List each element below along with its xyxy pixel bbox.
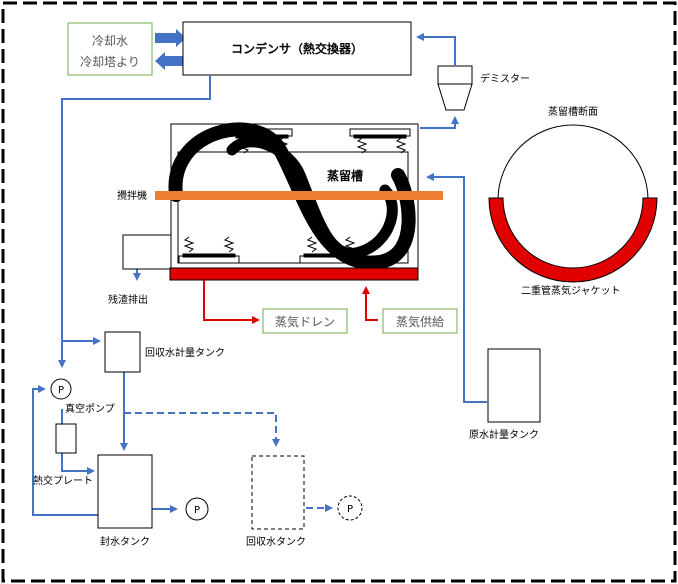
distillation-tank-label: 蒸留槽 (327, 168, 363, 183)
demister-label: デミスター (480, 72, 530, 85)
seal-water-tank (97, 454, 153, 529)
dashed-pipes (124, 412, 333, 512)
agitator-shaft (155, 191, 443, 200)
seal-water-tank-label: 封水タンク (100, 535, 150, 548)
agitator-label: 攪拌機 (117, 189, 147, 202)
recovered-water-tank (251, 455, 305, 530)
raw-water-metering-tank-label: 原水計量タンク (469, 428, 539, 441)
recovered-water-tank-label: 回収水タンク (246, 536, 306, 548)
recovered-metering-tank-label: 回収水計量タンク (145, 346, 225, 359)
steam-drain-label: 蒸気ドレン (275, 314, 335, 329)
recovered-tank-pump-symbol (337, 495, 363, 521)
condenser-box (182, 21, 412, 76)
jacket-label: 二重管蒸気ジャケット (521, 284, 621, 297)
vacuum-pump-symbol (50, 378, 72, 400)
cooling-water-label-1: 冷却水 (92, 34, 128, 48)
cooling-water-box (67, 22, 153, 76)
recovered-metering-tank (104, 331, 141, 373)
steam-supply-box (382, 308, 458, 334)
seal-tank-pump-symbol (185, 497, 209, 521)
cross-section-jacket (488, 197, 658, 283)
steam-jacket-bottom (169, 267, 419, 281)
demister (437, 65, 473, 111)
vacuum-pump-label: 真空ポンプ (65, 402, 115, 415)
steam-supply-label: 蒸気供給 (396, 314, 444, 329)
recovered-tank-pump-p: P (347, 504, 353, 515)
steam-lines (203, 280, 378, 324)
cooling-water-arrows (155, 29, 186, 70)
heat-exchange-plate (55, 423, 77, 454)
residue-outlet (122, 234, 172, 270)
steam-drain-box (262, 308, 348, 334)
raw-water-metering-tank (487, 348, 541, 423)
blue-pipes (32, 33, 487, 516)
cross-section-label: 蒸留槽断面 (548, 105, 598, 118)
cooling-water-label-2: 冷却塔より (80, 55, 140, 69)
residue-discharge-label: 残渣排出 (108, 293, 148, 306)
seal-tank-pump-p: P (194, 505, 200, 516)
heat-exchange-plate-label: 熱交プレート (33, 474, 93, 487)
condenser-label: コンデンサ（熱交換器） (231, 41, 363, 56)
agitator-ribbon (168, 122, 416, 270)
vacuum-pump-p: P (58, 385, 64, 396)
